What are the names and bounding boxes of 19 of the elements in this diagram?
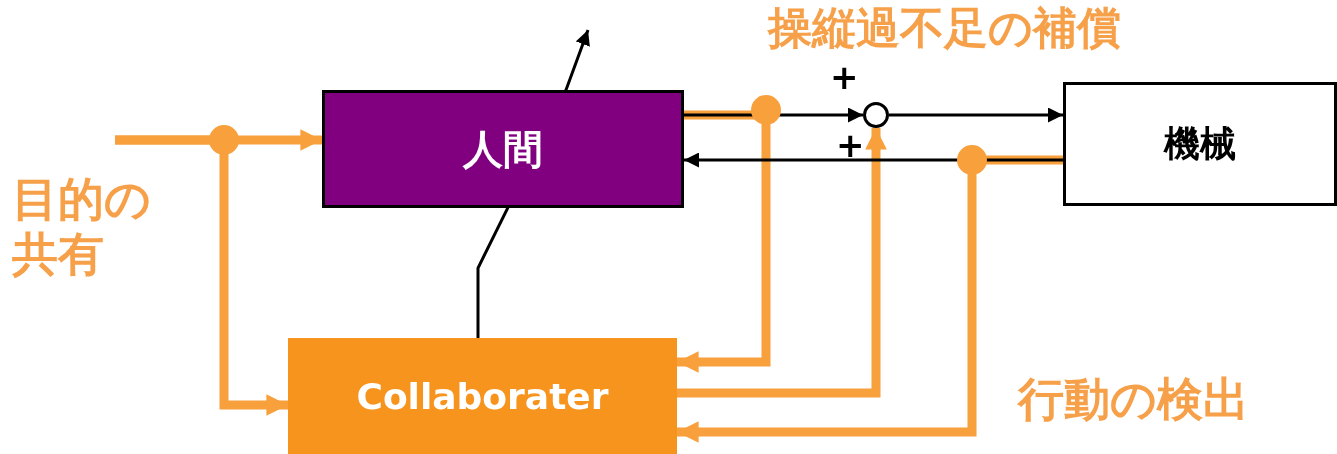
block-label: 人間 — [463, 124, 543, 174]
block-label: 機械 — [1164, 121, 1236, 166]
annotation-text: 行動の検出 — [1018, 372, 1250, 428]
summing-junction — [863, 102, 889, 128]
annotation-text: 目的の共有 — [12, 172, 152, 283]
arrow — [684, 107, 863, 123]
arrow — [684, 152, 1063, 168]
annotation-text: 操縦過不足の補償 — [768, 2, 1122, 55]
arrow — [677, 128, 887, 398]
arrow — [677, 110, 771, 373]
arrow — [889, 107, 1063, 123]
block-box — [1063, 82, 1337, 206]
block-box — [322, 90, 684, 208]
sign-label: + — [836, 128, 865, 162]
block-label: Collaborater — [356, 375, 609, 417]
arrow — [677, 155, 1063, 443]
arrow — [115, 135, 288, 416]
sign-label: + — [830, 60, 859, 94]
block-box — [288, 338, 677, 454]
